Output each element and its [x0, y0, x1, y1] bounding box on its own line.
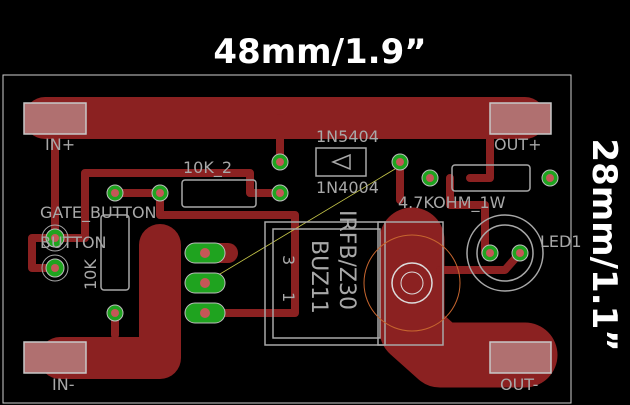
- board-outline: [2, 74, 572, 404]
- label-diode-bottom: 1N4004: [316, 178, 379, 197]
- copper-traces: [24, 97, 558, 388]
- pad[interactable]: [511, 244, 529, 262]
- pad-in-minus[interactable]: [23, 341, 87, 374]
- airwire: [204, 165, 401, 284]
- pad-out-plus[interactable]: [489, 102, 552, 135]
- through-hole-pads: [45, 153, 559, 324]
- label-gate-button: GATE_BUTTON: [40, 203, 157, 223]
- mosfet-pad[interactable]: [184, 272, 226, 294]
- label-button: BUTTON: [40, 233, 107, 252]
- label-led: LED1: [540, 232, 582, 251]
- pad[interactable]: [106, 304, 124, 322]
- pad[interactable]: [106, 184, 124, 202]
- label-in-minus: IN-: [52, 375, 74, 394]
- pad[interactable]: [45, 228, 65, 248]
- silkscreen-outlines: [41, 147, 544, 346]
- label-mosfet-2: IRFB/Z30: [334, 210, 359, 310]
- label-mosfet-1: BUZ11: [306, 240, 331, 314]
- label-resistor-2: 10K_2: [183, 158, 232, 178]
- label-resistor-1: 10K: [81, 259, 100, 290]
- pad[interactable]: [271, 153, 289, 171]
- pad[interactable]: [151, 184, 169, 202]
- mosfet-pad[interactable]: [184, 302, 226, 324]
- label-out-plus: OUT+: [494, 135, 541, 154]
- pad[interactable]: [271, 184, 289, 202]
- pad-out-minus[interactable]: [489, 341, 552, 374]
- label-power-resistor: 4.7KOHM_1W: [398, 193, 506, 213]
- mosfet-pad[interactable]: [184, 242, 226, 264]
- label-diode-top: 1N5404: [316, 127, 379, 146]
- label-out-minus: OUT-: [500, 375, 538, 394]
- pad[interactable]: [421, 169, 439, 187]
- pad[interactable]: [541, 169, 559, 187]
- label-in-plus: IN+: [45, 135, 75, 154]
- pad[interactable]: [391, 153, 409, 171]
- pad[interactable]: [45, 258, 65, 278]
- pad[interactable]: [481, 244, 499, 262]
- label-pin-3: 3: [279, 255, 298, 265]
- label-pin-1: 1: [279, 292, 298, 302]
- pad-in-plus[interactable]: [23, 102, 87, 135]
- height-dimension: 28mm/1.1”: [584, 138, 624, 351]
- width-dimension: 48mm/1.9”: [213, 32, 426, 72]
